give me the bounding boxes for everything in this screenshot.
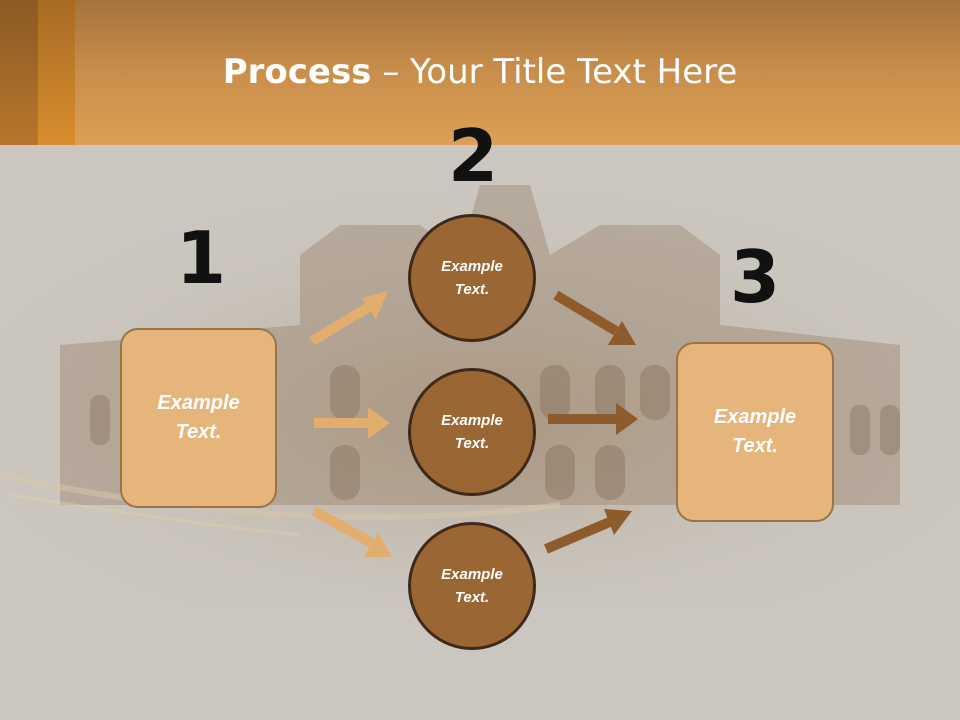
arrow-from-top-circle	[553, 290, 636, 345]
process-circle-bottom: Example Text.	[408, 522, 536, 650]
header-bar: Process – Your Title Text Here	[0, 0, 960, 145]
flow-arrows	[309, 290, 638, 557]
content-area: 1 2 3	[0, 120, 960, 720]
arrow-to-bottom-circle	[311, 506, 392, 557]
slide-title: Process – Your Title Text Here	[0, 52, 960, 92]
header-accent-band	[0, 0, 38, 145]
step-number-2: 2	[448, 114, 499, 198]
process-circle-label: Example Text.	[441, 566, 503, 606]
process-circle-label: Example Text.	[441, 412, 503, 452]
output-box: Example Text.	[676, 342, 834, 522]
title-rest: – Your Title Text Here	[371, 52, 738, 92]
step-number-3: 3	[730, 235, 781, 319]
process-circle-middle: Example Text.	[408, 368, 536, 496]
output-box-label: Example Text.	[713, 406, 797, 457]
arrow-to-top-circle	[309, 291, 388, 346]
input-box-label: Example Text.	[157, 392, 240, 443]
title-bold: Process	[222, 52, 372, 92]
header-accent-band	[38, 0, 75, 145]
arrow-from-bottom-circle	[544, 509, 632, 554]
process-circle-top: Example Text.	[408, 214, 536, 342]
step-number-1: 1	[176, 216, 227, 300]
process-circle-label: Example Text.	[441, 258, 503, 298]
arrow-from-middle-circle	[548, 403, 638, 435]
arrow-to-middle-circle	[314, 407, 390, 439]
input-box: Example Text.	[120, 328, 277, 508]
